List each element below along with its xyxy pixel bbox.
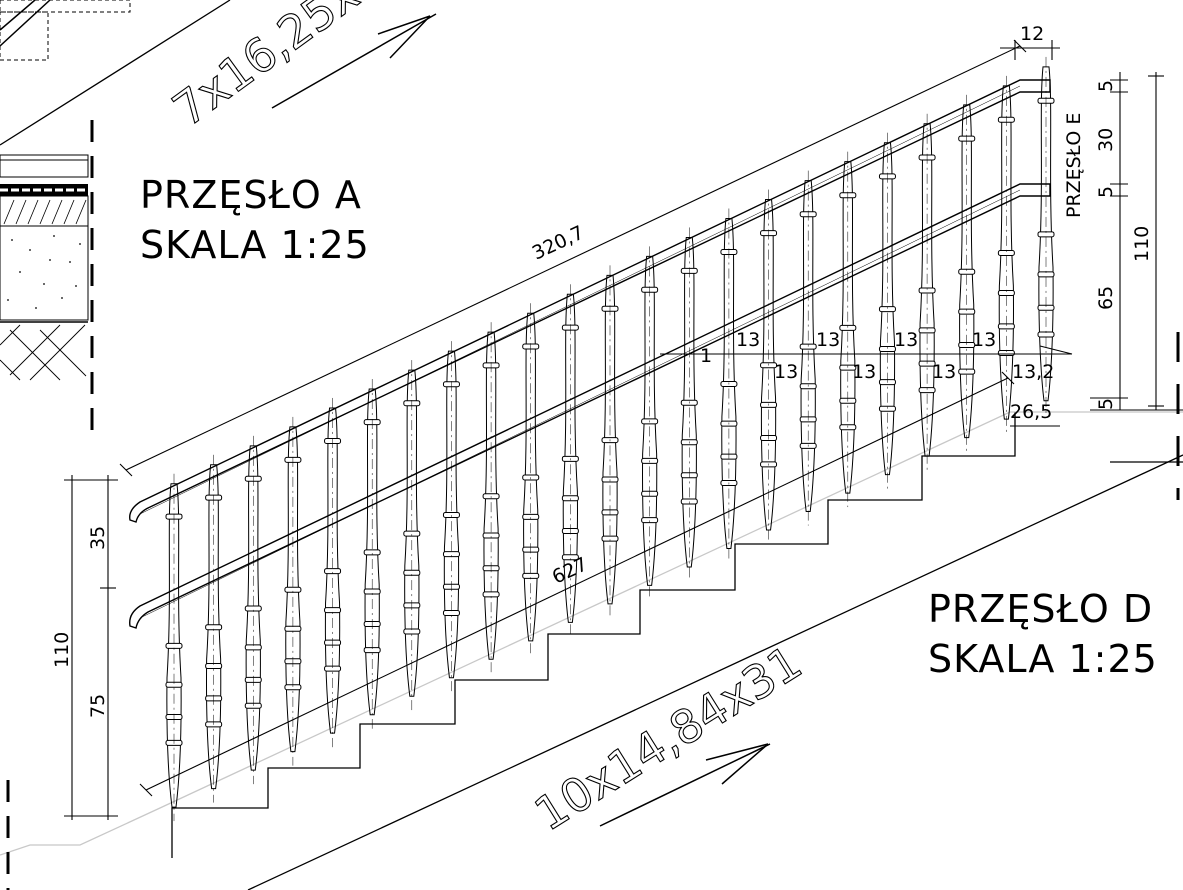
baluster — [284, 416, 302, 766]
scale-przeslo-a: SKALA 1:25 — [140, 223, 370, 267]
dim-spacing-13: 13 — [852, 361, 876, 383]
dim-spacing-1: 1 — [700, 345, 712, 367]
floor-line — [0, 411, 1183, 856]
lower-stair-arrow — [599, 743, 771, 827]
dim-spacing-13: 13 — [972, 329, 996, 351]
baluster — [680, 227, 698, 581]
baluster — [997, 75, 1015, 434]
dim-spacing-13: 13 — [894, 329, 918, 351]
dim-right-5a: 5 — [1095, 80, 1117, 92]
title-przeslo-e: PRZĘSŁO E — [1063, 113, 1085, 218]
baluster — [641, 246, 659, 600]
dim-stair-length: 627 — [549, 553, 591, 588]
dimension-lines — [64, 39, 1183, 820]
balusters — [165, 56, 1055, 822]
title-przeslo-d: PRZĘSŁO D — [928, 587, 1153, 631]
scale-przeslo-d: SKALA 1:25 — [928, 637, 1158, 681]
baluster — [165, 473, 183, 822]
dim-rail-length: 320,7 — [529, 222, 588, 265]
baluster — [839, 151, 857, 508]
baluster — [601, 265, 619, 618]
baluster — [799, 170, 817, 526]
baluster — [324, 397, 342, 748]
dim-right-5c: 5 — [1095, 398, 1117, 410]
dim-right-65: 65 — [1095, 286, 1117, 310]
baluster — [363, 379, 381, 729]
title-przeslo-a: PRZĘSŁO A — [140, 173, 362, 217]
baluster — [561, 284, 579, 637]
dim-right-110: 110 — [1131, 226, 1153, 262]
stair-steps — [171, 412, 1016, 858]
baluster — [918, 113, 936, 471]
wall-section-detail — [0, 0, 231, 440]
upper-stair-arrow — [271, 13, 437, 109]
baluster — [522, 303, 540, 655]
dim-spacing-13: 13 — [736, 329, 760, 351]
baluster — [878, 132, 896, 489]
stair-soffit-line — [247, 454, 1183, 890]
baluster — [1037, 56, 1055, 415]
top-handrail — [129, 79, 1051, 523]
baluster — [205, 454, 223, 803]
baluster — [760, 189, 778, 545]
dim-spacing-13: 13 — [774, 361, 798, 383]
mid-handrail — [129, 183, 1051, 629]
dim-end-26-5: 26,5 — [1010, 401, 1052, 423]
baluster — [958, 94, 976, 452]
dim-left-35: 35 — [87, 526, 109, 550]
baluster — [403, 360, 421, 711]
dim-left-110: 110 — [51, 632, 73, 668]
dim-right-5b: 5 — [1095, 186, 1117, 198]
lower-stair-note: 10x14,84x31 — [525, 635, 811, 841]
baluster — [442, 341, 460, 692]
dim-end-13-2: 13,2 — [1012, 361, 1054, 383]
dim-right-30: 30 — [1095, 128, 1117, 152]
dim-spacing-13: 13 — [932, 361, 956, 383]
baluster — [482, 322, 500, 674]
dim-left-75: 75 — [87, 694, 109, 718]
dim-spacing-13: 13 — [816, 329, 840, 351]
dim-top-width: 12 — [1020, 23, 1044, 45]
baluster — [244, 435, 262, 785]
baluster — [720, 208, 738, 563]
